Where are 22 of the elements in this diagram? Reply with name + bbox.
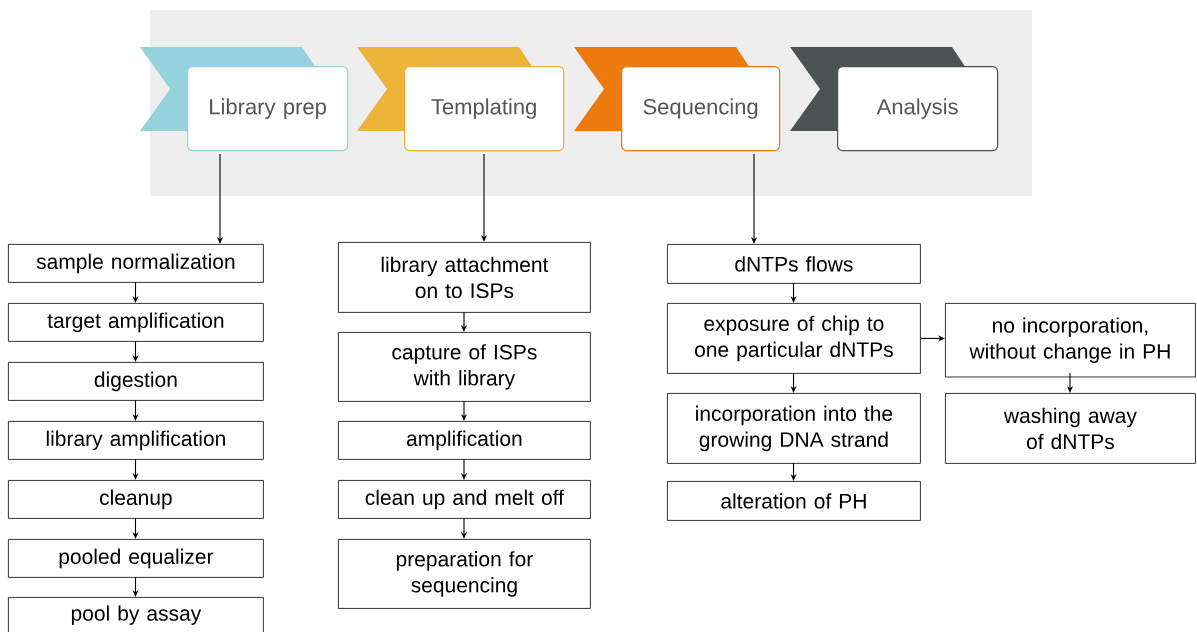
process-box: preparation for sequencing <box>338 539 591 609</box>
process-box: clean up and melt off <box>338 480 591 519</box>
process-box: library amplification <box>8 421 264 460</box>
process-box: incorporation into the growing DNA strand <box>667 393 921 464</box>
process-box: sample normalization <box>8 244 264 283</box>
stage-header: Library prep <box>140 47 349 152</box>
process-box: exposure of chip to one particular dNTPs <box>667 303 921 374</box>
process-box: pool by assay <box>8 597 264 632</box>
process-box: capture of ISPs with library <box>338 332 591 402</box>
stage-header: Sequencing <box>574 47 781 152</box>
process-box: no incorporation, without change in PH <box>945 303 1196 378</box>
process-box: target amplification <box>8 303 264 342</box>
process-box: digestion <box>8 362 264 401</box>
stage-header: Templating <box>357 47 565 152</box>
process-box: dNTPs flows <box>667 244 921 284</box>
process-box: washing away of dNTPs <box>945 393 1196 464</box>
process-box: amplification <box>338 421 591 460</box>
process-box: library attachment on to ISPs <box>338 242 591 313</box>
process-box: cleanup <box>8 480 264 519</box>
process-box: pooled equalizer <box>8 539 264 578</box>
stage-header: Analysis <box>790 47 999 152</box>
process-box: alteration of PH <box>667 481 921 521</box>
